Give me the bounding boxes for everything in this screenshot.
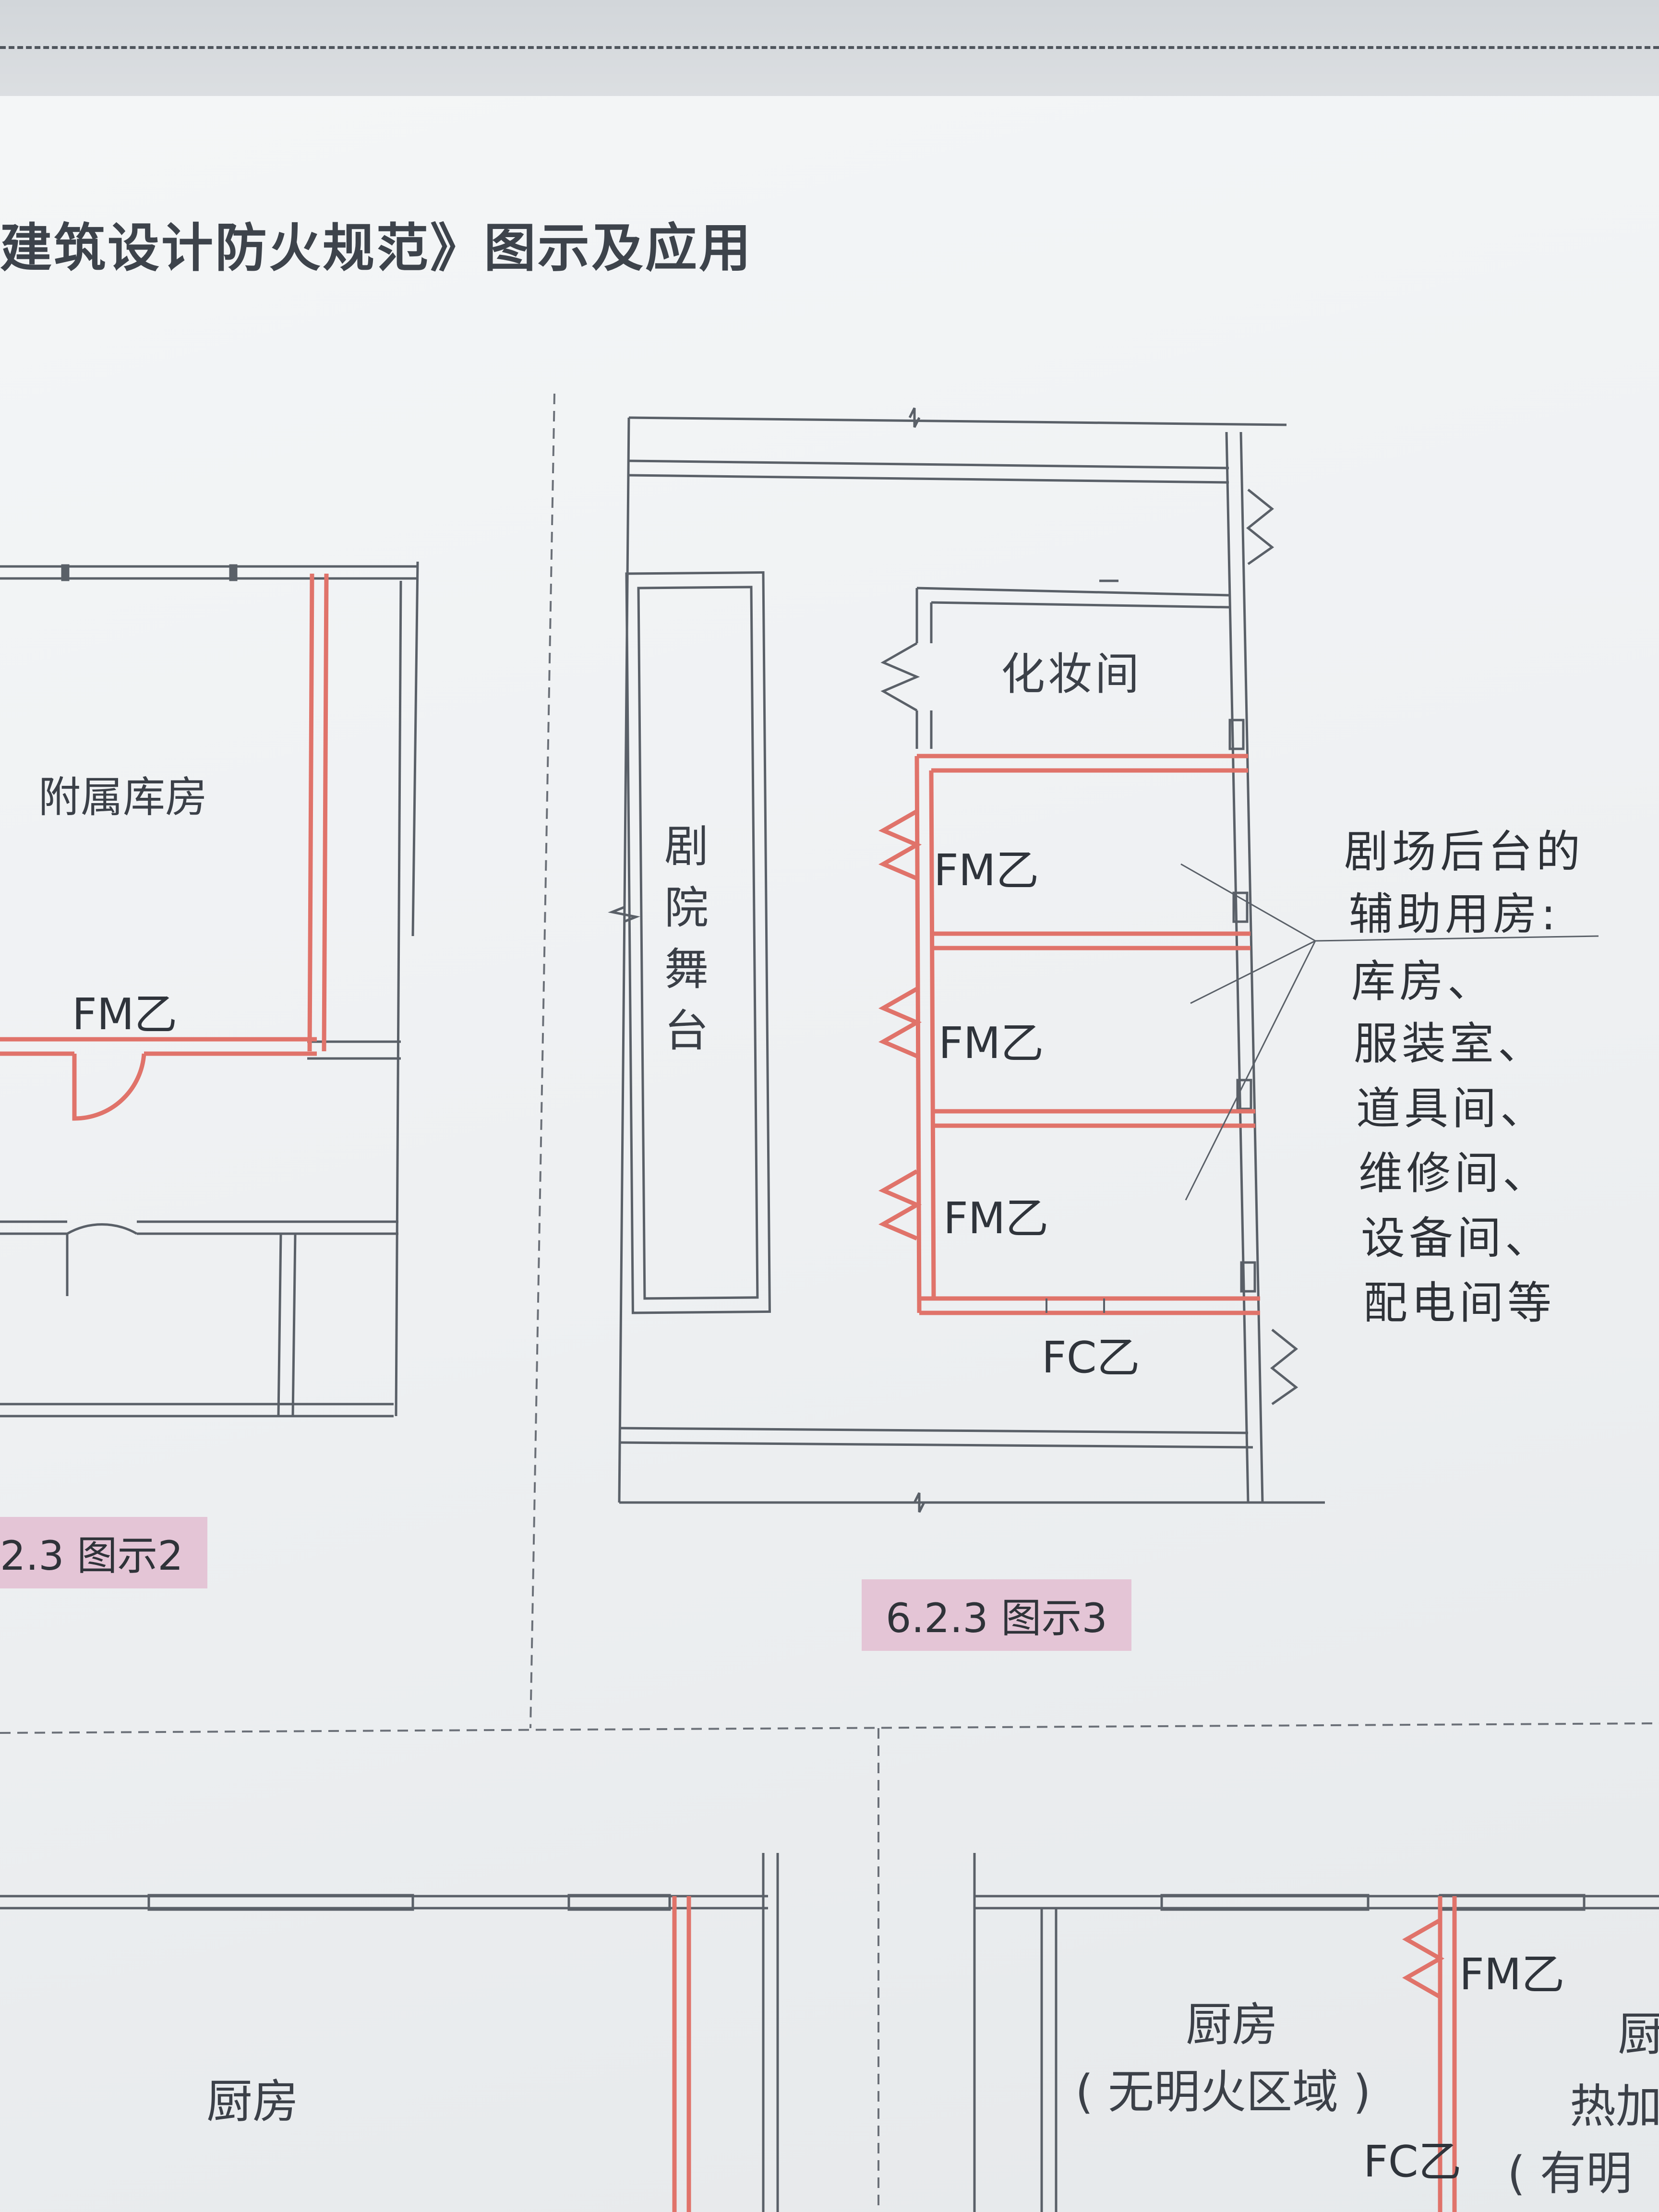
bottom-kitchen-sub-label: ( 无明火区域 ) [1075, 2065, 1371, 2119]
figure2-plan [0, 561, 419, 1418]
door-label-2: FM乙 [938, 1018, 1044, 1069]
bottom-door-label: FM乙 [1459, 1949, 1565, 2000]
stage-label: 剧 院 舞 台 [664, 821, 709, 1057]
bottom-right-partial-2: 热加 [1570, 2080, 1659, 2133]
door-label-3: FM乙 [943, 1193, 1049, 1244]
caption-figure3: 6.2.3 图示3 [862, 1579, 1131, 1651]
bottom-plans [0, 1853, 1659, 2212]
figure2-room-label: 附属库房 [38, 772, 208, 822]
page-title: 建筑设计防火规范》图示及应用 [0, 218, 753, 278]
makeup-room-label: 化妆间 [1001, 649, 1142, 700]
underlying-dash-line [0, 46, 1659, 49]
window-label: FC乙 [1042, 1333, 1140, 1383]
bottom-window-label: FC乙 [1363, 2137, 1462, 2187]
bottom-left-kitchen-label: 厨房 [206, 2075, 299, 2128]
figure3-plan [608, 407, 1599, 1513]
door-label-1: FM乙 [934, 845, 1039, 896]
bottom-kitchen-label: 厨房 [1186, 1998, 1278, 2052]
section-dividers [0, 393, 1659, 2212]
bottom-right-partial-3: ( 有明 [1507, 2147, 1632, 2200]
bottom-right-partial-1: 厨 [1618, 2008, 1659, 2061]
underlying-page [0, 0, 1659, 101]
document-sheet [0, 96, 1659, 2212]
caption-figure2: 2.3 图示2 [0, 1517, 207, 1588]
figure2-door-label: FM乙 [72, 989, 178, 1040]
